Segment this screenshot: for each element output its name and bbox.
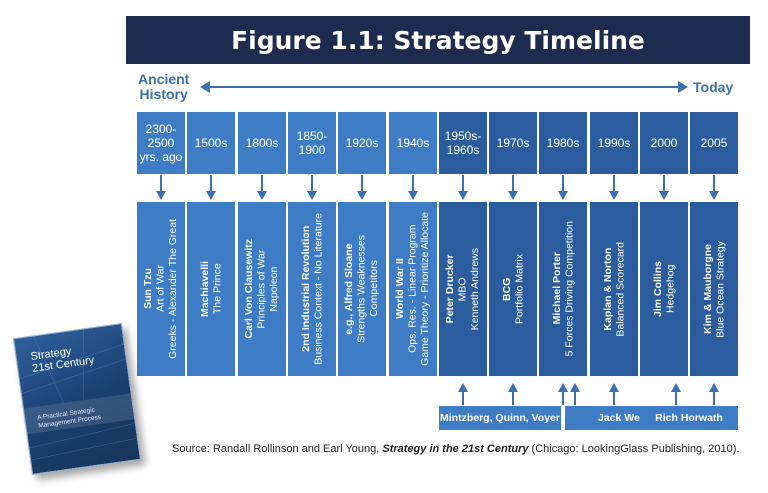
source-suffix: (Chicago: LookingGlass Publishing, 2010)… xyxy=(528,443,740,455)
entry-description: 5 Forces Driving Competition xyxy=(563,221,575,357)
down-arrow-icon xyxy=(257,175,267,200)
book-cover-pattern xyxy=(19,329,140,461)
entry-name: Peter Drucker xyxy=(444,254,457,324)
entry-description: Kenneth Andrews xyxy=(469,247,482,331)
entry-name: Carl Von Clausewitz xyxy=(243,239,256,339)
down-arrow-icon xyxy=(558,175,568,200)
up-arrow-icon xyxy=(609,383,619,405)
entry-name: Machiavelli xyxy=(198,260,211,318)
up-arrow-icon xyxy=(709,383,719,405)
up-arrow-icon xyxy=(508,383,518,405)
range-start-line-1: Ancient xyxy=(138,71,190,87)
entry-description: Strengths Weaknesses xyxy=(355,235,368,343)
entry-name: 2nd Industrial Revolution xyxy=(299,226,312,353)
entry-description: Art of War xyxy=(154,265,167,313)
down-arrow-icon xyxy=(408,175,418,200)
era-box: 1940s xyxy=(389,112,437,174)
down-arrow-icon xyxy=(206,175,216,200)
down-arrow-icon xyxy=(609,175,619,200)
down-arrow-icon xyxy=(458,175,468,200)
down-arrow-icon xyxy=(659,175,669,200)
range-start-line-2: History xyxy=(139,86,188,102)
entry-description: MBO xyxy=(456,277,469,301)
era-box: 1500s xyxy=(187,112,235,174)
entry-description: Napoleon xyxy=(268,266,281,312)
era-box: 1800s xyxy=(238,112,286,174)
entry-name: e.g., Alfred Sloane xyxy=(343,243,356,335)
up-arrow-icon xyxy=(458,383,468,405)
influencer-box: Mintzberg, Quinn, Voyer xyxy=(439,406,561,430)
timeline-double-arrow xyxy=(200,81,688,93)
era-box: 1950s-1960s xyxy=(439,112,487,174)
range-start-label: Ancient History xyxy=(138,72,189,102)
influencer-box: Rich Horwath xyxy=(640,406,738,430)
entry-description: Portfolio Matrix xyxy=(513,253,525,325)
down-arrow-icon xyxy=(357,175,367,200)
era-box: 1970s xyxy=(489,112,537,174)
era-box: 2300-2500 yrs. ago xyxy=(137,112,185,174)
era-box: 1850-1900 xyxy=(288,112,336,174)
entry-name: Michael Porter xyxy=(550,252,563,326)
entry-description: Balanced Scorecard xyxy=(614,241,626,337)
figure-title: Figure 1.1: Strategy Timeline xyxy=(126,16,750,64)
entry-name: Sun Tzu xyxy=(142,268,155,310)
entry-description: Hedgehog xyxy=(664,264,676,314)
entry-description: Greeks - Alexander The Great xyxy=(167,219,180,359)
up-arrow-icon xyxy=(671,383,681,405)
era-box: 2000 xyxy=(640,112,688,174)
entry-description: Business Context - No Literature xyxy=(312,213,324,365)
entry-name: Jim Collins xyxy=(651,260,664,317)
down-arrow-icon xyxy=(508,175,518,200)
up-arrow-icon xyxy=(558,383,568,405)
entry-name: Kaplan & Norton xyxy=(601,247,614,331)
entry-description: Competitors xyxy=(368,260,381,318)
down-arrow-icon xyxy=(709,175,719,200)
down-arrow-icon xyxy=(307,175,317,200)
entry-name: World War II xyxy=(394,258,407,320)
down-arrow-icon xyxy=(156,175,166,200)
entry-description: Game Theory - Prioritize Allocate xyxy=(419,212,432,366)
era-box: 2005 xyxy=(690,112,738,174)
entry-description: Ops. Res. - Linear Program xyxy=(406,224,419,354)
era-box: 1980s xyxy=(539,112,587,174)
entry-description: Principles of War xyxy=(255,249,268,329)
entry-name: BCG xyxy=(500,277,513,301)
book-cover-image: Strategy 21st Century A Practical Strate… xyxy=(12,323,142,475)
source-citation: Source: Randall Rollinson and Earl Young… xyxy=(172,443,739,455)
up-arrow-icon xyxy=(570,383,580,405)
era-box: 1990s xyxy=(590,112,638,174)
source-prefix: Source: Randall Rollinson and Earl Young… xyxy=(172,443,383,455)
entry-description: Blue Ocean Strategy xyxy=(714,240,726,338)
source-book-title: Strategy in the 21st Century xyxy=(382,443,529,455)
era-box: 1920s xyxy=(338,112,386,174)
range-end-label: Today xyxy=(693,79,734,95)
entry-description: The Prince xyxy=(211,263,223,315)
entry-name: Kim & Mauborgne xyxy=(701,244,714,334)
